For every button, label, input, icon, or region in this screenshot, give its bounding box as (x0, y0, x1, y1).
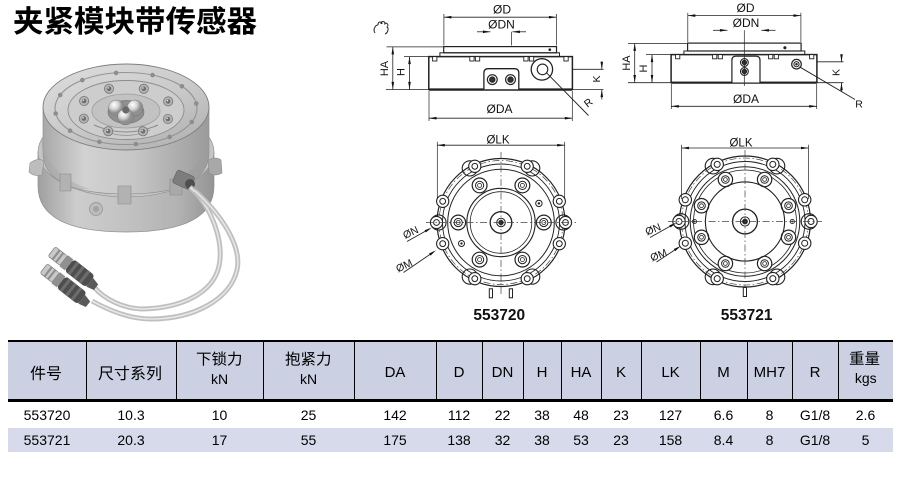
svg-text:ØD: ØD (737, 1, 755, 15)
svg-text:ØD: ØD (493, 3, 511, 17)
svg-text:ØN: ØN (644, 221, 663, 238)
svg-text:K: K (591, 75, 603, 82)
svg-text:HA: HA (621, 55, 633, 71)
svg-text:ØLK: ØLK (486, 134, 509, 146)
svg-text:553720: 553720 (473, 307, 525, 324)
svg-text:HA: HA (379, 60, 391, 76)
svg-text:R: R (582, 96, 596, 110)
svg-text:R: R (855, 99, 863, 111)
svg-text:H: H (396, 68, 408, 76)
svg-text:ØM: ØM (649, 247, 669, 264)
svg-text:ØDN: ØDN (488, 18, 515, 32)
svg-text:553721: 553721 (721, 307, 773, 324)
svg-text:ØDA: ØDA (733, 92, 759, 106)
svg-text:ØM: ØM (394, 257, 414, 275)
svg-text:H: H (638, 64, 650, 72)
svg-text:ØDA: ØDA (486, 102, 512, 116)
svg-text:ØDN: ØDN (733, 16, 760, 30)
svg-text:ØLK: ØLK (729, 137, 752, 149)
svg-text:K: K (831, 69, 843, 76)
